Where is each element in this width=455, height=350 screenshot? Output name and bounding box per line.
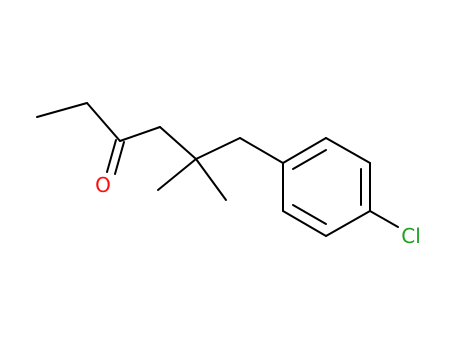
bond-c4-c5 (159, 126, 197, 160)
ring-inner-bond-c (292, 204, 327, 225)
bond-c3-o-1 (106, 139, 117, 173)
chlorine-atom-label: Cl (401, 224, 421, 248)
bond-c5-methyl-a (157, 158, 197, 191)
ring-bond-4 (325, 210, 371, 237)
bond-c2-c3 (86, 102, 121, 142)
bond-c3-c4 (119, 126, 161, 142)
ring-bond-2 (325, 137, 371, 164)
ring-bond-1 (282, 137, 327, 164)
ring-bond-5 (282, 210, 327, 237)
bond-c5-methyl-b (195, 158, 227, 201)
ring-inner-bond-a (292, 149, 327, 170)
bond-c1-c2 (36, 102, 88, 118)
oxygen-atom-label: O (95, 173, 111, 197)
bond-ring-cl (369, 210, 399, 228)
bond-c6-ring (239, 137, 284, 164)
bond-c5-c6 (195, 137, 241, 160)
bond-c3-o-2 (114, 141, 125, 175)
